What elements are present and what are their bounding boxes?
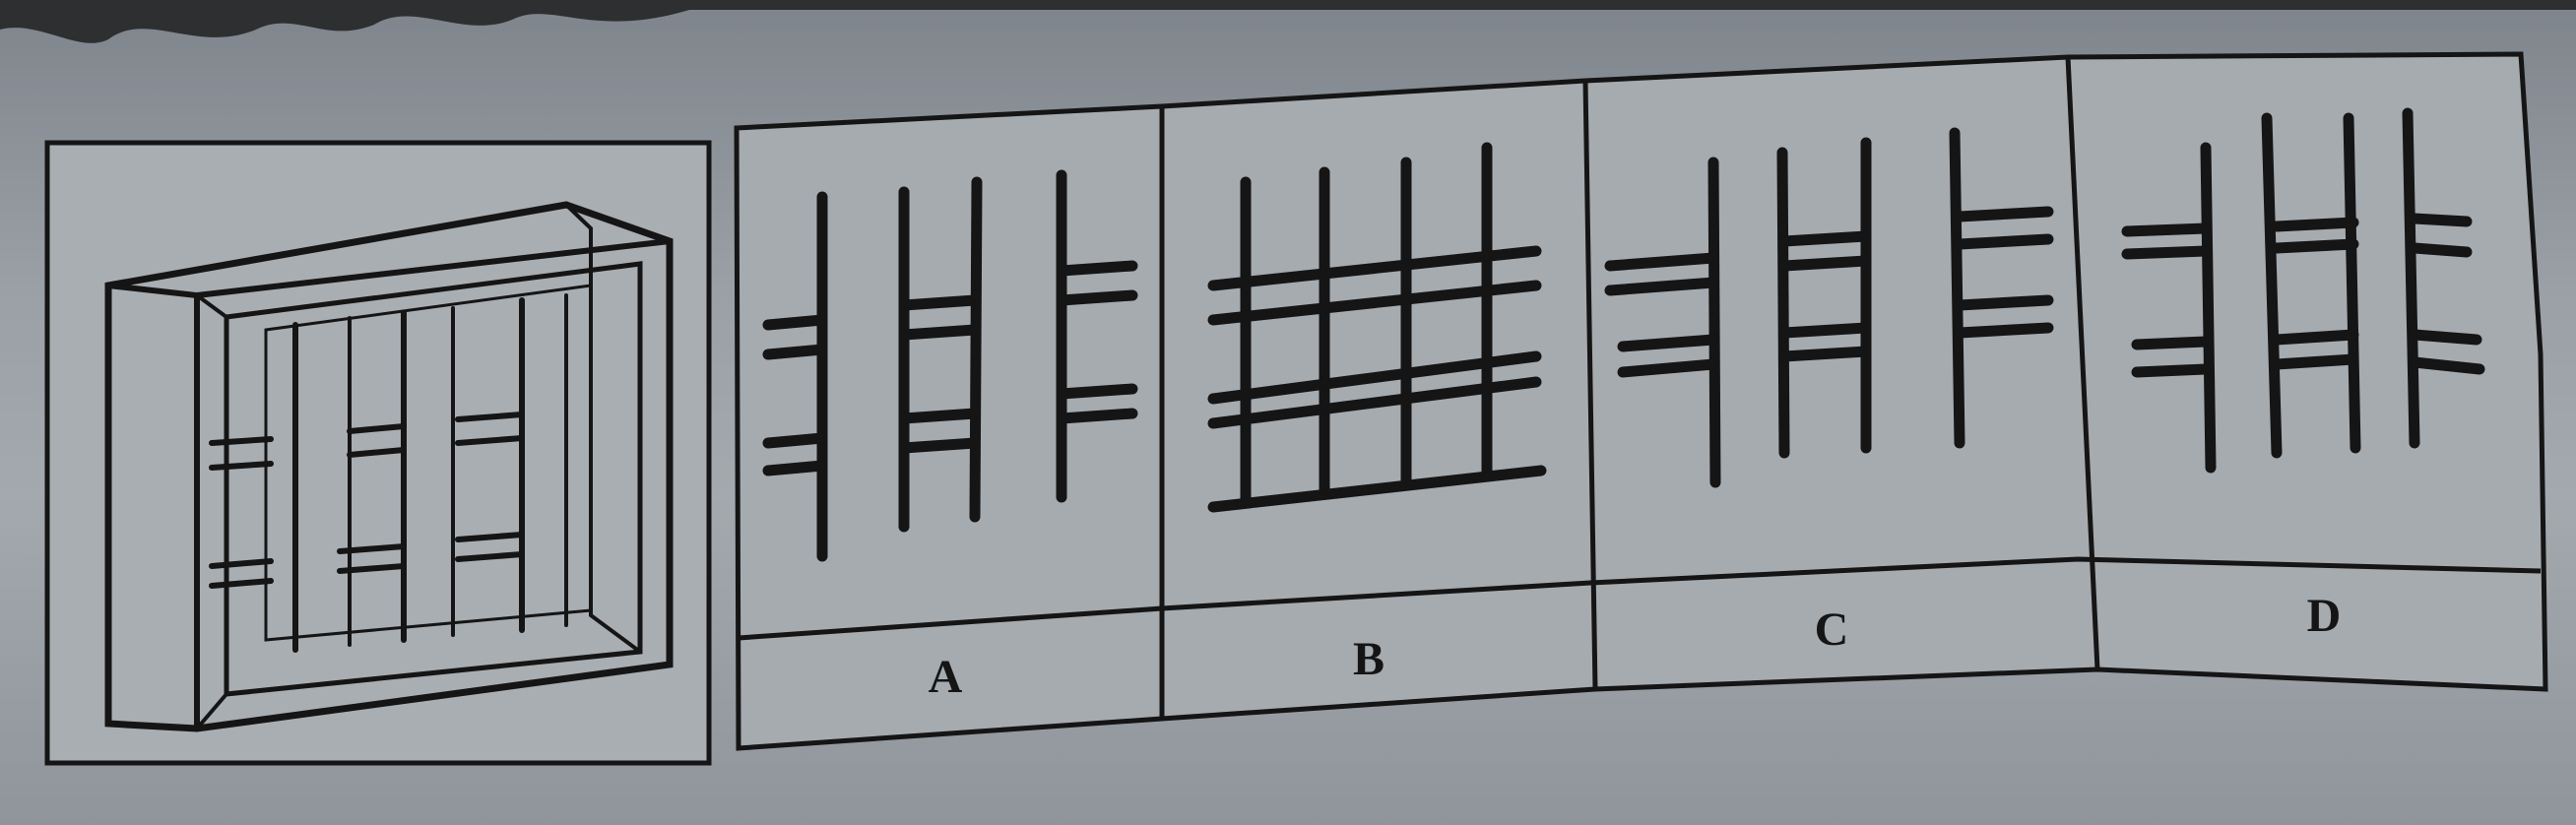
option-c-figure <box>1604 127 2054 488</box>
option-a-figure <box>762 169 1138 562</box>
option-d-label[interactable]: D <box>2306 590 2342 642</box>
options-table <box>734 51 2548 751</box>
option-a-label[interactable]: A <box>928 651 963 703</box>
reference-shelf-box <box>44 140 712 766</box>
option-c-label[interactable]: C <box>1814 603 1849 656</box>
option-b-figure <box>1207 142 1547 513</box>
option-d-figure <box>2121 107 2485 474</box>
option-b-label[interactable]: B <box>1352 633 1385 685</box>
